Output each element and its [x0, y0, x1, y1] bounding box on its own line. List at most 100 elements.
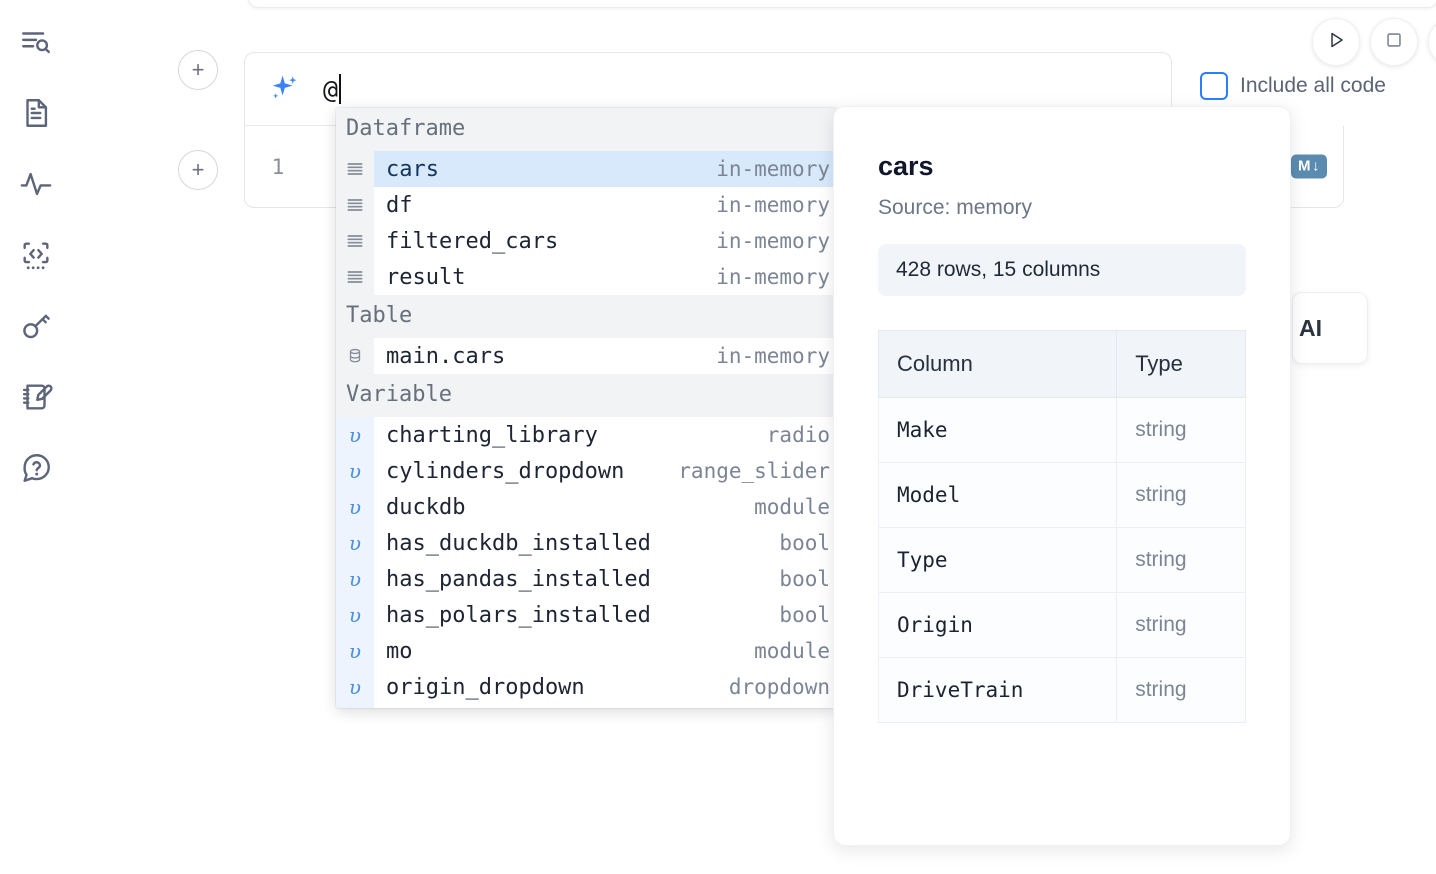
autocomplete-item[interactable]: υpdmodule	[336, 705, 836, 708]
variable-icon: υ	[336, 669, 374, 705]
autocomplete-item-label: filtered_cars	[386, 228, 559, 254]
play-triangle-icon	[1324, 28, 1348, 57]
autocomplete-item[interactable]: υ cylinders_dropdown range_slider	[336, 453, 836, 489]
sidebar-item-activity[interactable]	[12, 160, 60, 208]
autocomplete-item-type: in-memory	[716, 229, 830, 253]
sparkles-icon	[267, 72, 301, 106]
autocomplete-item-label: main.cars	[386, 343, 506, 369]
sidebar-item-secrets[interactable]	[12, 302, 60, 350]
autocomplete-group-header: Dataframe	[336, 108, 836, 151]
add-cell-button-top[interactable]: +	[178, 50, 218, 90]
dataframe-rows-icon	[336, 259, 374, 295]
column-name-cell: Type	[877, 527, 1118, 593]
generate-with-ai-card[interactable]: AI	[1292, 292, 1368, 364]
detail-stats-badge: 428 rows, 15 columns	[878, 244, 1246, 296]
run-button[interactable]	[1312, 18, 1360, 66]
more-actions-button[interactable]	[1428, 18, 1436, 66]
autocomplete-item-label: df	[386, 192, 413, 218]
autocomplete-item-type: in-memory	[716, 344, 830, 368]
autocomplete-group-header: Variable	[336, 374, 836, 417]
variable-icon: υ	[336, 633, 374, 669]
line-number: 1	[271, 154, 285, 179]
add-cell-button-bottom[interactable]: +	[178, 150, 218, 190]
column-name-cell: Model	[877, 462, 1118, 528]
column-type-cell: string	[1116, 592, 1246, 658]
dataframe-rows-icon	[336, 187, 374, 223]
ai-prompt-value: @	[323, 74, 339, 104]
previous-cell-card-partial	[248, 0, 1436, 8]
table-column-header: Type	[1116, 330, 1246, 398]
dataframe-rows-icon	[336, 151, 374, 187]
autocomplete-item-type: radio	[766, 423, 830, 447]
stop-square-icon	[1383, 29, 1405, 56]
sidebar-item-outline-search[interactable]	[12, 18, 60, 66]
outline-search-icon	[19, 25, 53, 59]
autocomplete-item-type: range_slider	[678, 459, 830, 483]
autocomplete-item-label: charting_library	[386, 422, 598, 448]
sidebar-item-help[interactable]	[12, 444, 60, 492]
autocomplete-item-type: module	[754, 495, 830, 519]
autocomplete-item-type: bool	[779, 567, 830, 591]
autocomplete-item-type: in-memory	[716, 193, 830, 217]
variable-icon: υ	[336, 417, 374, 453]
text-cursor	[339, 74, 342, 104]
variable-icon: υ	[336, 525, 374, 561]
autocomplete-item-label: cylinders_dropdown	[386, 458, 625, 484]
autocomplete-item[interactable]: filtered_cars in-memory	[336, 223, 836, 259]
column-type-cell: string	[1116, 462, 1246, 528]
autocomplete-item-type: in-memory	[716, 265, 830, 289]
file-document-icon	[19, 96, 53, 130]
include-all-code-label: Include all code	[1240, 74, 1386, 97]
detail-source: Source: memory	[878, 196, 1033, 219]
variable-icon: υ	[336, 597, 374, 633]
autocomplete-item[interactable]: υ charting_library radio	[336, 417, 836, 453]
autocomplete-item-type: bool	[779, 531, 830, 555]
autocomplete-item-label: has_pandas_installed	[386, 566, 651, 592]
table-column-header: Column	[877, 330, 1118, 398]
include-all-code-row[interactable]: Include all code	[1200, 72, 1386, 100]
column-type-cell: string	[1116, 527, 1246, 593]
stop-button[interactable]	[1370, 18, 1418, 66]
help-chat-icon	[19, 451, 53, 485]
autocomplete-item-type: bool	[779, 603, 830, 627]
markdown-convert-badge[interactable]: M↓	[1291, 154, 1327, 179]
activity-pulse-icon	[19, 167, 53, 201]
include-all-code-checkbox[interactable]	[1200, 72, 1228, 100]
ai-prompt-input[interactable]: @	[323, 69, 1171, 109]
sidebar-item-snippets[interactable]	[12, 231, 60, 279]
variable-icon: υ	[336, 489, 374, 525]
autocomplete-item[interactable]: df in-memory	[336, 187, 836, 223]
column-type-cell: string	[1116, 397, 1246, 463]
variable-icon: υ	[336, 705, 374, 708]
autocomplete-item-label: duckdb	[386, 494, 466, 520]
autocomplete-item-label: origin_dropdown	[386, 674, 585, 700]
sidebar-rail	[0, 0, 72, 874]
autocomplete-item-type: in-memory	[702, 157, 830, 181]
autocomplete-item-label: has_polars_installed	[386, 602, 651, 628]
autocomplete-item[interactable]: main.cars in-memory	[336, 338, 836, 374]
sidebar-item-scratchpad[interactable]	[12, 373, 60, 421]
generate-with-ai-label: AI	[1299, 314, 1322, 341]
cell-run-controls	[1312, 18, 1436, 66]
database-icon	[336, 338, 374, 374]
sidebar-item-file-document[interactable]	[12, 89, 60, 137]
code-brackets-icon	[19, 238, 53, 272]
completion-detail-panel: cars Source: memory 428 rows, 15 columns…	[833, 106, 1291, 846]
autocomplete-item[interactable]: υ has_polars_installed bool	[336, 597, 836, 633]
variable-icon: υ	[336, 453, 374, 489]
